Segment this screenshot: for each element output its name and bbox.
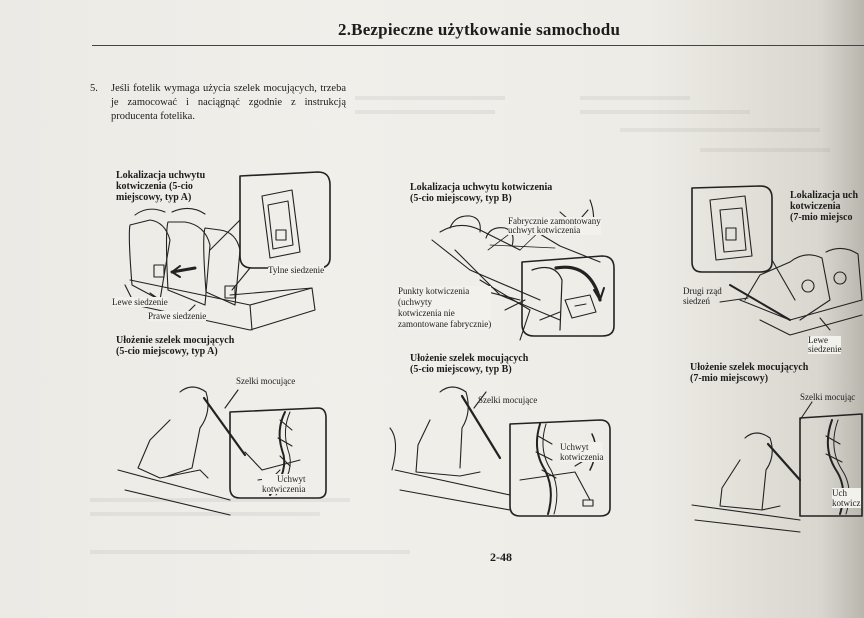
label-line: (uchwyty: [398, 297, 432, 307]
caption-line: (7-mio miejsco: [790, 212, 853, 223]
label-anchor-bracket: Uchwyt kotwiczenia: [262, 474, 306, 494]
bleed-through-line: [700, 148, 830, 152]
label-line: kotwicz: [832, 498, 861, 508]
label-line: kotwiczenia nie: [398, 308, 455, 318]
label-anchor-points: Punkty kotwiczenia (uchwyty kotwiczenia …: [398, 286, 492, 330]
figure-a-top-title: Lokalizacja uchwytu kotwiczenia (5-cio m…: [116, 170, 205, 203]
bleed-through-line: [90, 550, 410, 554]
caption-line: miejscowy, typ A): [116, 192, 192, 203]
label-left-seat: Lewe siedzenie: [112, 297, 168, 307]
caption-line: (5-cio miejscowy, typ B): [410, 193, 512, 204]
item-number: 5.: [90, 83, 98, 94]
caption-line: (7-mio miejscowy): [690, 373, 769, 384]
label-left-seat: Lewe siedzenie: [808, 335, 842, 354]
figure-c-bottom-title: Ułożenie szelek mocujących (7-mio miejsc…: [690, 362, 808, 384]
label-tether-strap: Szelki mocujące: [478, 395, 538, 405]
figure-c-top-title: Lokalizacja uch kotwiczenia (7-mio miejs…: [790, 190, 858, 223]
label-line: siedzeń: [683, 296, 710, 306]
bleed-through-line: [355, 96, 505, 100]
label-line: kotwiczenia: [262, 484, 306, 494]
label-line: Uchwyt: [276, 474, 306, 484]
figure-b-bottom-drawing: [389, 386, 611, 517]
label-line: Punkty kotwiczenia: [398, 286, 470, 296]
caption-line: Lokalizacja uchwytu kotwiczenia: [410, 182, 553, 193]
label-rear-seat: Tylne siedzenie: [268, 265, 325, 275]
label-line: kotwiczenia: [560, 452, 604, 462]
figure-c-bottom-drawing: [691, 401, 863, 533]
bleed-through-line: [355, 110, 495, 114]
figure-c-top-drawing: [691, 185, 863, 336]
label-right-seat: Prawe siedzenie: [148, 311, 207, 321]
item-text: Jeśli fotelik wymaga użycia szelek mocuj…: [111, 83, 346, 122]
label-line: Uchwyt: [560, 442, 589, 452]
page-number: 2-48: [490, 550, 512, 564]
bleed-through-line: [580, 110, 750, 114]
figure-a-top-drawing: [124, 171, 331, 331]
label-line: Fabrycznie zamontowany: [508, 216, 601, 226]
bleed-through-line: [90, 498, 350, 502]
caption-line: Lokalizacja uchwytu: [116, 170, 206, 181]
caption-line: (5-cio miejscowy, typ B): [410, 364, 512, 375]
header-rule: [92, 45, 864, 46]
label-tether-strap: Szelki mocujące: [236, 376, 296, 386]
label-line: zamontowane fabrycznie): [398, 319, 492, 329]
figure-b-top-title: Lokalizacja uchwytu kotwiczenia (5-cio m…: [410, 182, 552, 204]
figure-b-bottom-title: Ułożenie szelek mocujących (5-cio miejsc…: [410, 353, 528, 375]
caption-line: Ułożenie szelek mocujących: [410, 353, 529, 364]
label-factory-anchor: Fabrycznie zamontowany uchwyt kotwiczeni…: [508, 217, 601, 235]
bleed-through-line: [90, 512, 320, 516]
figure-a-bottom-title: Ułożenie szelek mocujących (5-cio miejsc…: [116, 335, 234, 357]
figure-b-top-drawing: [431, 199, 615, 341]
caption-line: kotwiczenia (5-cio: [116, 181, 193, 192]
caption-line: (5-cio miejscowy, typ A): [116, 346, 218, 357]
bleed-through-line: [620, 128, 820, 132]
figure-a-bottom-drawing: [117, 386, 327, 516]
label-line: Lewe: [808, 335, 828, 345]
label-line: uchwyt kotwiczenia: [508, 225, 581, 235]
label-tether-strap: Szelki mocując: [800, 392, 856, 402]
instruction-paragraph: 5. Jeśli fotelik wymaga użycia szelek mo…: [90, 82, 346, 124]
caption-line: Ułożenie szelek mocujących: [690, 362, 809, 373]
label-line: Drugi rząd: [683, 286, 722, 296]
label-line: siedzenie: [808, 344, 842, 354]
label-anchor-bracket: Uch kotwicz: [832, 488, 861, 508]
section-header: 2.Bezpieczne użytkowanie samochodu: [338, 20, 621, 39]
caption-line: kotwiczenia: [790, 201, 841, 212]
label-line: Uch: [832, 488, 847, 498]
label-anchor-bracket: Uchwyt kotwiczenia: [560, 442, 604, 462]
caption-line: Ułożenie szelek mocujących: [116, 335, 235, 346]
bleed-through-line: [580, 96, 690, 100]
caption-line: Lokalizacja uch: [790, 190, 859, 201]
label-second-row: Drugi rząd siedzeń: [683, 286, 722, 306]
